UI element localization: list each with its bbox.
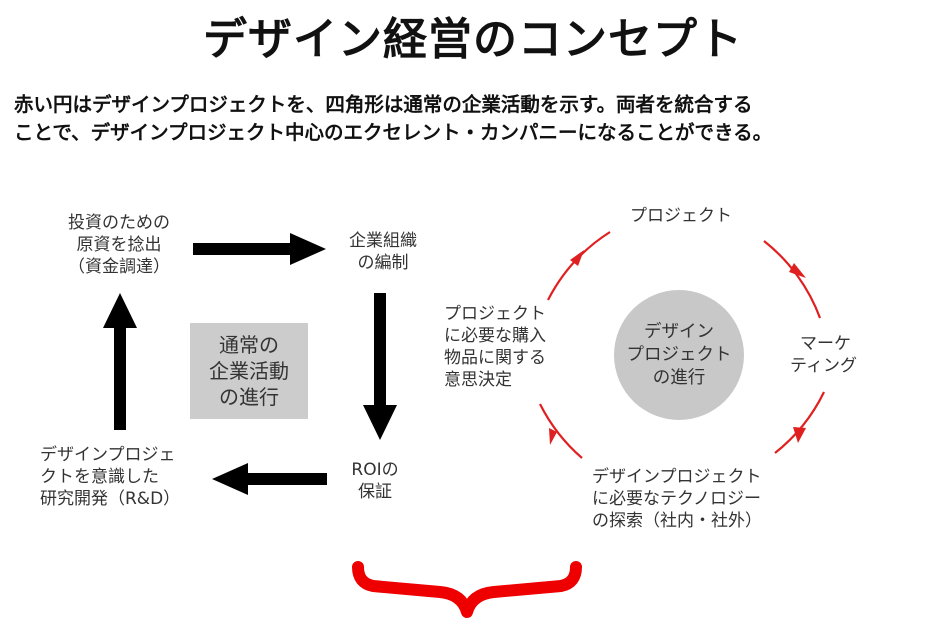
arc-bottom-right	[774, 391, 825, 454]
arc-top-right	[763, 240, 822, 319]
arc-bottom-left	[539, 403, 583, 459]
node-marketing: マーケ ティング	[790, 334, 857, 376]
node-organization: 企業組織 の編制	[349, 231, 417, 273]
arrowhead-top-right	[789, 263, 806, 278]
arrowhead-top-left	[570, 250, 584, 266]
design-cycle-arrowheads	[549, 250, 806, 445]
design-project-circle: デザイン プロジェクト の進行	[614, 290, 744, 420]
node-roi: ROIの 保証	[351, 460, 399, 502]
lead-line-2: ことで、デザインプロジェクト中心のエクセレント・カンパニーになることができる。	[14, 121, 773, 144]
page-title: デザイン経営のコンセプト	[203, 14, 743, 65]
routine-activity-box: 通常の 企業活動 の進行	[190, 323, 308, 419]
arrowhead-bottom-right	[793, 427, 806, 443]
node-fund-raising: 投資のための 原資を捻出 （資金調達）	[68, 213, 170, 277]
node-rnd: デザインプロジェ クトを意識した 研究開発（R&D）	[40, 445, 181, 509]
curly-brace-icon	[352, 561, 582, 618]
node-technology: デザインプロジェクト に必要なテクノロジー の探索（社内・社外）	[592, 467, 762, 531]
arrowhead-bottom-left	[549, 428, 557, 445]
arrow-right	[193, 233, 326, 265]
routine-arrows	[103, 233, 397, 495]
arrow-down	[363, 293, 397, 440]
lead-line-1: 赤い円はデザインプロジェクトを、四角形は通常の企業活動を示す。両者を統合する	[14, 93, 753, 116]
node-project: プロジェクト	[630, 206, 732, 226]
node-purchasing: プロジェクト に必要な購入 物品に関する 意思決定	[444, 304, 546, 390]
arc-top-left	[547, 231, 611, 301]
arrow-up	[103, 293, 137, 430]
arrow-left	[212, 463, 327, 495]
